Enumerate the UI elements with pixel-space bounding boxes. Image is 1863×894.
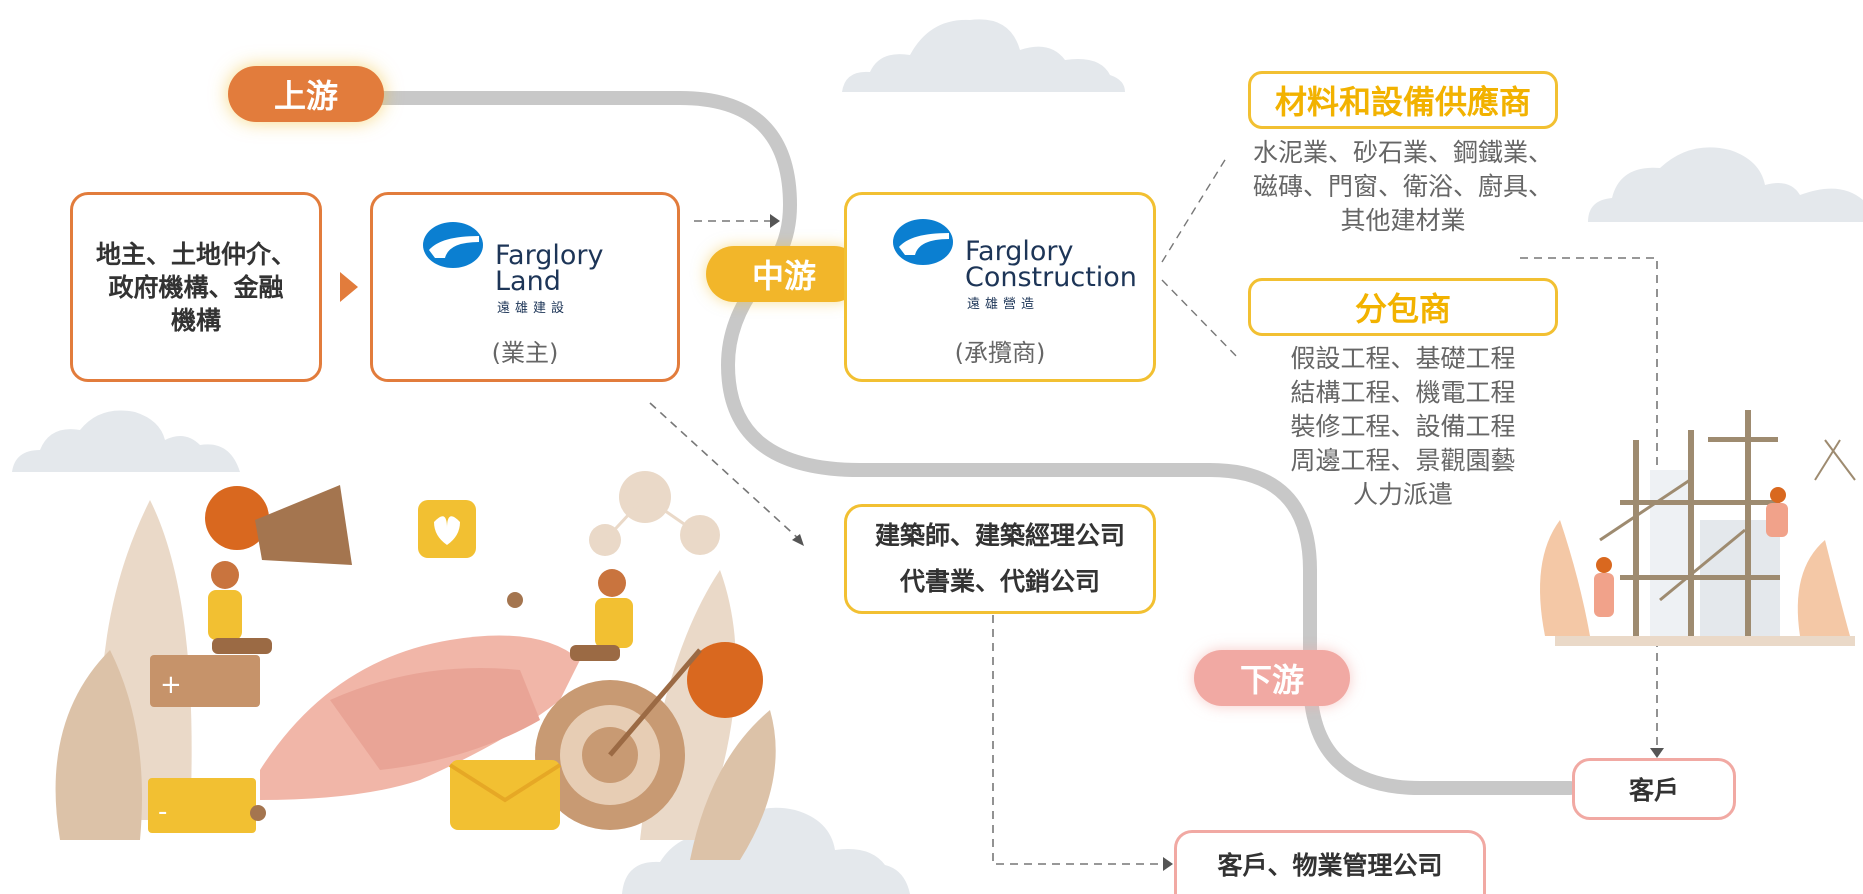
play-arrow-icon (340, 272, 358, 302)
materials-list: 水泥業、砂石業、鋼鐵業、 磁磚、門窗、衛浴、廚具、 其他建材業 (1228, 136, 1578, 238)
stage-midstream-badge: 中游 (706, 246, 862, 302)
svg-text:+: + (160, 670, 182, 700)
sources-line: 地主、土地仲介、 (95, 239, 296, 269)
handshake-illustration: + - (55, 471, 776, 860)
brand-name: Farglory (495, 240, 604, 271)
owner-box: Farglory Land 遠雄建設 (業主) (370, 192, 680, 382)
stage-upstream-badge: 上游 (228, 66, 384, 122)
materials-line: 磁磚、門窗、衛浴、廚具、 (1252, 172, 1553, 201)
arrow-head-icon (1650, 748, 1664, 758)
customer-mgmt-box: 客戶、物業管理公司 (1174, 830, 1486, 894)
upstream-sources-box: 地主、土地仲介、 政府機構、金融 機構 (70, 192, 322, 382)
materials-line: 其他建材業 (1340, 206, 1466, 235)
architects-box: 建築師、建築經理公司 代書業、代銷公司 (844, 504, 1156, 614)
cloud-icon (12, 410, 240, 472)
cloud-icon (1588, 147, 1863, 222)
subcontractors-list: 假設工程、基礎工程 結構工程、機電工程 裝修工程、設備工程 周邊工程、景觀園藝 … (1228, 342, 1578, 512)
subcontractor-line: 裝修工程、設備工程 (1290, 412, 1516, 441)
customer-box: 客戶 (1572, 758, 1736, 820)
cloud-icon (842, 19, 1125, 92)
construction-illustration (1540, 410, 1856, 646)
farglory-logo-icon (893, 219, 953, 265)
connector-arrow (649, 402, 801, 541)
subcontractors-title: 分包商 (1248, 278, 1558, 336)
subcontractor-line: 周邊工程、景觀園藝 (1290, 446, 1516, 475)
materials-line: 水泥業、砂石業、鋼鐵業、 (1252, 138, 1553, 167)
sources-line: 機構 (170, 305, 221, 335)
brand-name: Land (495, 266, 561, 297)
connector-arrow (992, 615, 1165, 865)
arrow-head-icon (792, 534, 804, 546)
architects-line: 代書業、代銷公司 (899, 567, 1100, 596)
architects-line: 建築師、建築經理公司 (874, 521, 1125, 550)
subcontractor-line: 結構工程、機電工程 (1290, 378, 1516, 407)
brand-chinese: 遠雄建設 (497, 301, 570, 316)
subcontractor-line: 人力派遣 (1352, 480, 1453, 509)
connector-line (1161, 154, 1229, 263)
farglory-logo-icon (423, 222, 483, 268)
cloud-icon (622, 807, 910, 894)
brand-chinese: 遠雄營造 (967, 297, 1040, 312)
brand-name: Farglory (965, 236, 1074, 267)
svg-text:-: - (158, 797, 167, 827)
arrow-head-icon (1163, 857, 1173, 871)
materials-title: 材料和設備供應商 (1248, 71, 1558, 129)
owner-role: (業主) (491, 339, 559, 367)
contractor-role: (承攬商) (954, 339, 1046, 367)
sources-line: 政府機構、金融 (108, 272, 284, 302)
brand-name: Construction (965, 262, 1137, 293)
connector-line (1161, 279, 1241, 361)
arrow-head-icon (770, 214, 780, 228)
stage-downstream-badge: 下游 (1194, 650, 1350, 706)
contractor-box: Farglory Construction 遠雄營造 (承攬商) (844, 192, 1156, 382)
subcontractor-line: 假設工程、基礎工程 (1290, 344, 1516, 373)
